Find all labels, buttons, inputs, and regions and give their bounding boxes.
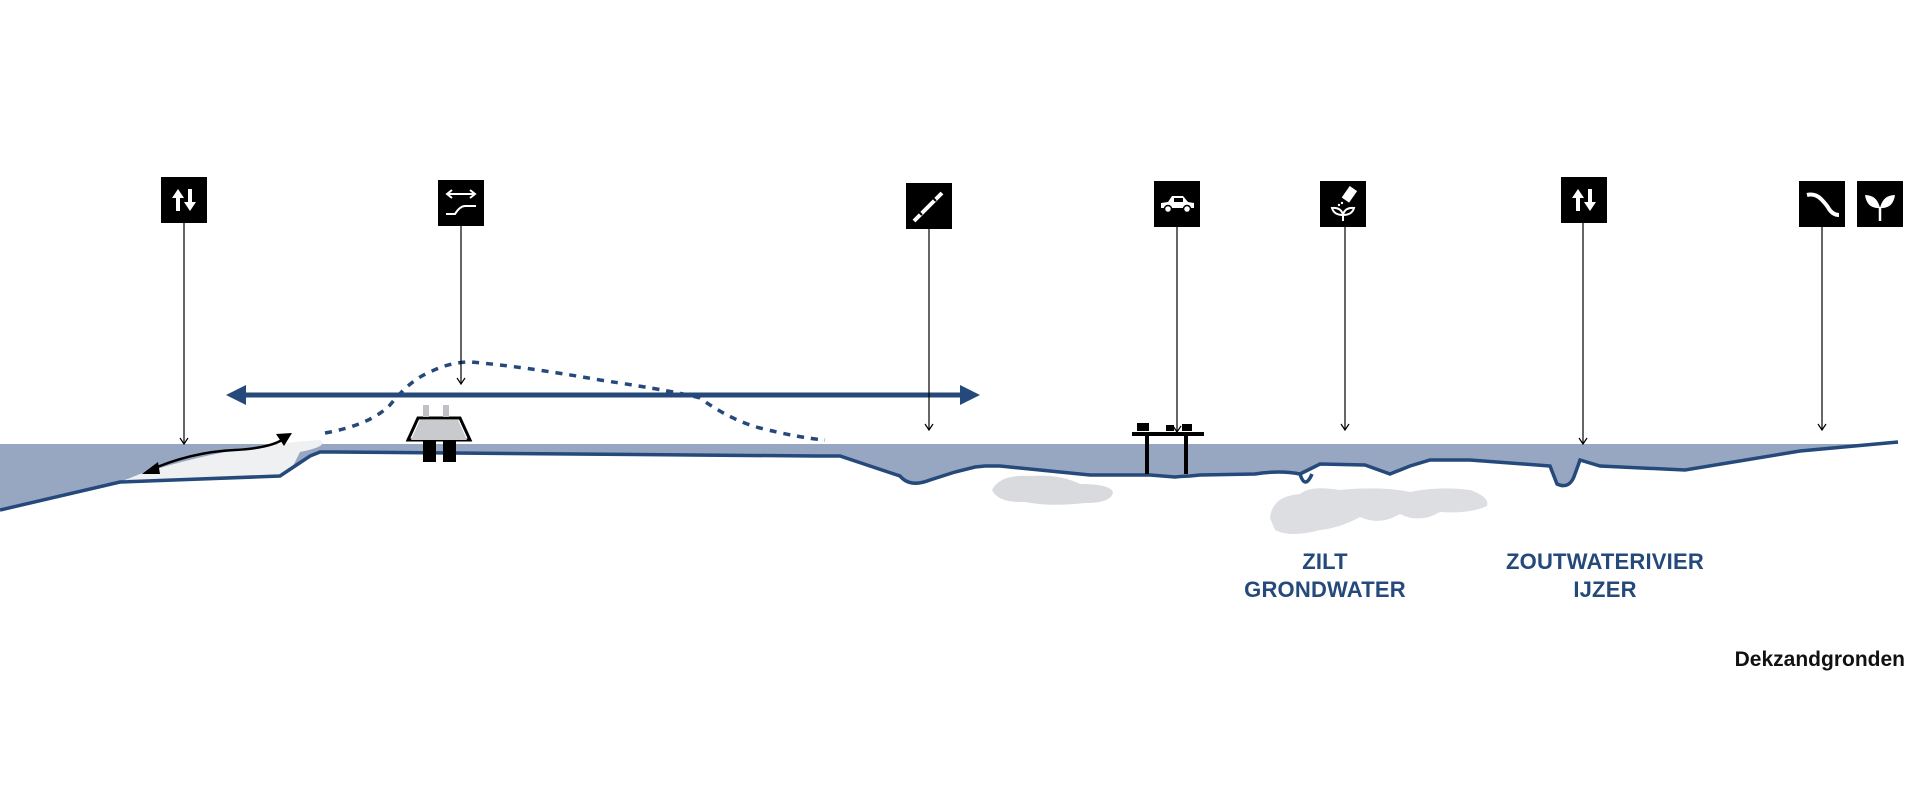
label-dekzandgronden: Dekzandgronden — [1700, 648, 1905, 672]
label-saltwater-river-line1: ZOUTWATERIVIER — [1485, 548, 1725, 576]
label-saltwater-river: ZOUTWATERIVIER IJZER — [1485, 548, 1725, 604]
plant-icon — [1857, 181, 1903, 227]
groundwater-cloud-large — [1270, 488, 1487, 534]
up-down-arrows-icon — [1561, 177, 1607, 223]
up-down-arrows-icon — [161, 177, 207, 223]
swap-dike-icon — [438, 180, 484, 226]
label-salt-groundwater-line2: GRONDWATER — [1215, 576, 1435, 604]
salt-plant-icon — [1320, 181, 1366, 227]
groundwater-cloud-small — [992, 476, 1113, 505]
pipe-icon — [906, 183, 952, 229]
dune-dashed-line — [325, 362, 825, 440]
horizontal-double-arrow — [226, 385, 980, 405]
car-icon — [1154, 181, 1200, 227]
label-salt-groundwater-line1: ZILT — [1215, 548, 1435, 576]
drain-notch — [1300, 474, 1312, 482]
river-icon — [1799, 181, 1845, 227]
label-saltwater-river-line2: IJZER — [1485, 576, 1725, 604]
label-salt-groundwater: ZILT GRONDWATER — [1215, 548, 1435, 604]
